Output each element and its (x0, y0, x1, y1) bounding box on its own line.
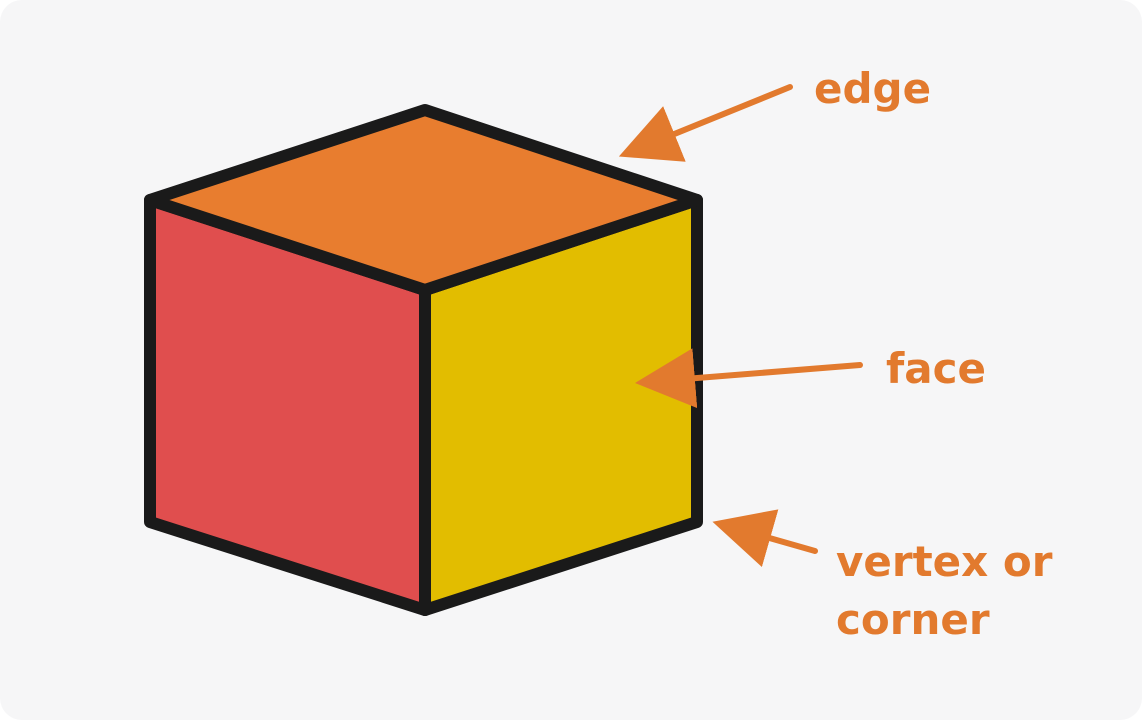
vertex-arrow (712, 509, 818, 568)
edge-label: edge (814, 64, 932, 113)
vertex-label: vertex or corner (836, 533, 1052, 649)
cube-top-face (144, 104, 703, 296)
vertex-label-line-1: vertex or (836, 537, 1053, 586)
face-label: face (886, 344, 986, 393)
face-arrow (635, 348, 863, 409)
edge-arrow (618, 84, 793, 162)
vertex-label-line-2: corner (836, 595, 990, 644)
